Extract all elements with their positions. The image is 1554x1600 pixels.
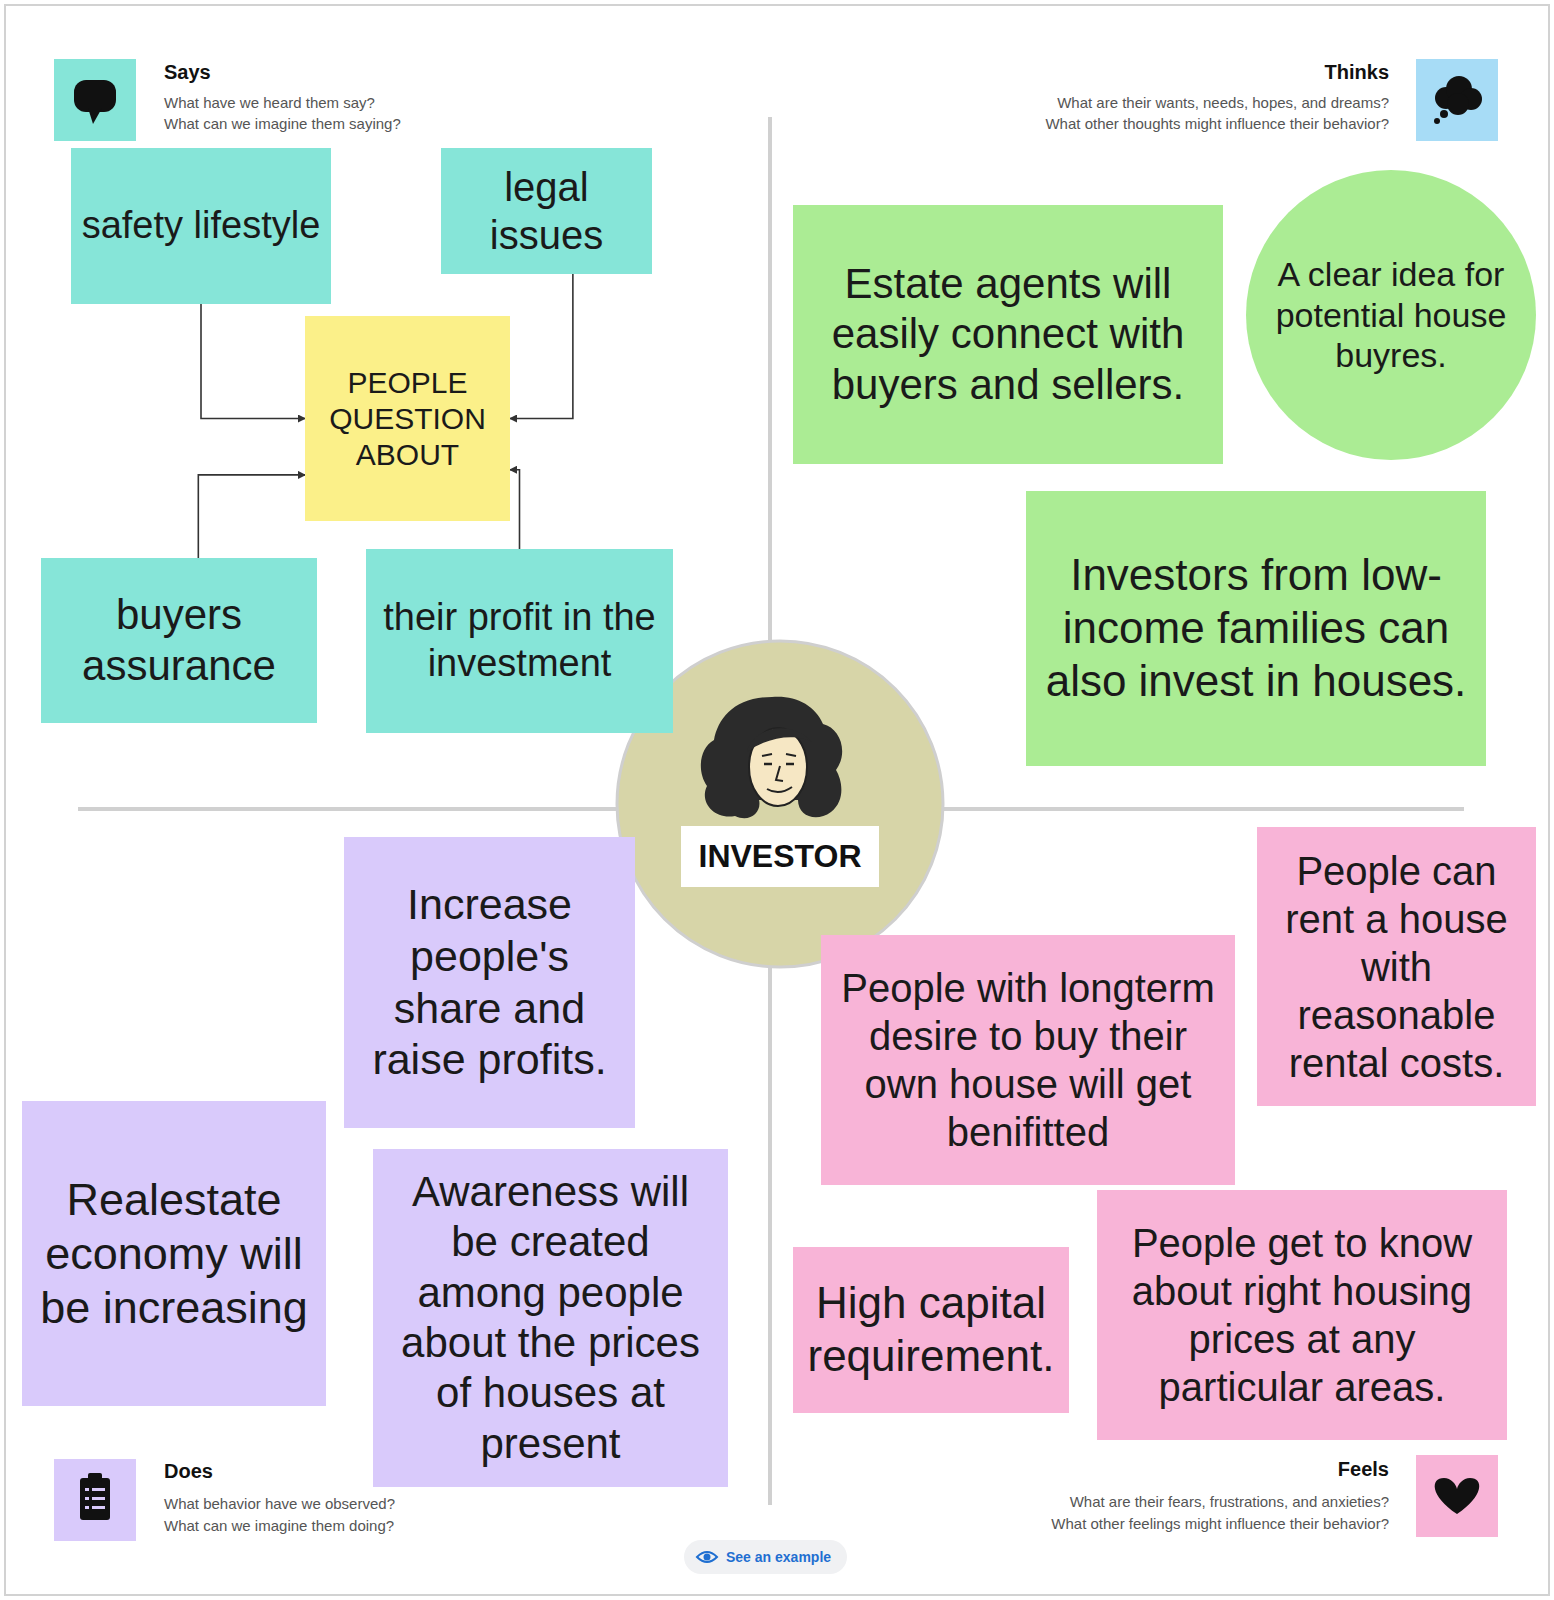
quadrant-prompt-box: What are their fears, frustrations, and … [1070, 1493, 1389, 1511]
quadrant-title: Feels [1338, 1458, 1389, 1480]
says-note: their profit in the investment [366, 549, 673, 733]
connector-arrow [198, 475, 305, 558]
thinks-circle: A clear idea for potential house buyres. [1246, 170, 1536, 460]
note-text: Awareness will be created among people a… [383, 1167, 718, 1469]
quadrant-prompt-box: What behavior have we observed? [164, 1495, 395, 1513]
feels-note: High capital requirement. [793, 1247, 1069, 1413]
feels-icon-tile [1416, 1455, 1498, 1537]
topic-note: PEOPLE QUESTION ABOUT [305, 316, 510, 521]
clipboard-icon [80, 1473, 110, 1520]
quadrant-prompt: What are their wants, needs, hopes, and … [1057, 94, 1389, 111]
note-text: their profit in the investment [376, 595, 663, 686]
feels-note: People can rent a house with reasonable … [1257, 827, 1536, 1106]
says-note: safety lifestyle [71, 148, 331, 304]
thought-icon [1434, 76, 1482, 124]
says-note: buyers assurance [41, 558, 317, 723]
connector-arrow [201, 304, 305, 419]
quadrant-title-box: Says [164, 61, 211, 84]
feels-note: People with longterm desire to buy their… [821, 935, 1235, 1185]
note-text: Estate agents will easily connect with b… [803, 259, 1213, 410]
note-text: legal issues [451, 163, 642, 259]
quadrant-title: Thinks [1325, 61, 1389, 83]
note-text: People get to know about right housing p… [1105, 1219, 1499, 1411]
quadrant-prompt-box: What other feelings might influence thei… [1051, 1515, 1389, 1533]
example-button-box: See an example [684, 1540, 847, 1574]
note-text: PEOPLE QUESTION ABOUT [315, 365, 500, 473]
does-note: Increase people's share and raise profit… [344, 837, 635, 1128]
quadrant-title: Does [164, 1460, 213, 1482]
persona-label-box: INVESTOR [681, 826, 879, 887]
does-note: Awareness will be created among people a… [373, 1149, 728, 1487]
connector-arrow [510, 274, 573, 419]
does-note: Realestate economy will be increasing [22, 1101, 326, 1406]
note-text: buyers assurance [51, 590, 307, 691]
quadrant-prompt: What other thoughts might influence thei… [1045, 115, 1389, 132]
quadrant-prompt: What have we heard them say? [164, 94, 375, 111]
circle-shape [617, 641, 943, 967]
quadrant-prompt: What other feelings might influence thei… [1051, 1515, 1389, 1532]
quadrant-prompt-box: What can we imagine them saying? [164, 115, 401, 133]
quadrant-prompt-box: What are their wants, needs, hopes, and … [1057, 94, 1389, 112]
note-text: Realestate economy will be increasing [32, 1173, 316, 1335]
thinks-note: Investors from low-income families can a… [1026, 491, 1486, 766]
note-text: Increase people's share and raise profit… [354, 879, 625, 1085]
speech-icon [74, 80, 116, 124]
quadrant-title-box: Thinks [1325, 61, 1389, 84]
thinks-note: Estate agents will easily connect with b… [793, 205, 1223, 464]
quadrant-prompt: What can we imagine them saying? [164, 115, 401, 132]
says-note: legal issues [441, 148, 652, 274]
quadrant-prompt: What are their fears, frustrations, and … [1070, 1493, 1389, 1510]
note-text: safety lifestyle [81, 203, 321, 249]
quadrant-title-box: Does [164, 1460, 213, 1483]
connector-arrow [510, 470, 520, 549]
quadrant-prompt-box: What other thoughts might influence thei… [1045, 115, 1389, 133]
quadrant-prompt: What can we imagine them doing? [164, 1517, 394, 1534]
circle-shape [1246, 170, 1536, 460]
feels-note: People get to know about right housing p… [1097, 1190, 1507, 1440]
quadrant-prompt-box: What have we heard them say? [164, 94, 375, 112]
does-icon-tile [54, 1459, 136, 1541]
thinks-icon-tile [1416, 59, 1498, 141]
quadrant-title: Says [164, 61, 211, 83]
note-text: A clear idea for potential house buyres. [1274, 254, 1508, 376]
heart-icon [1435, 1478, 1480, 1514]
quadrant-title-box: Feels [1338, 1458, 1389, 1481]
quadrant-prompt: What behavior have we observed? [164, 1495, 395, 1512]
page-frame [5, 5, 1549, 1595]
quadrant-prompt-box: What can we imagine them doing? [164, 1517, 394, 1535]
note-text: Investors from low-income families can a… [1036, 549, 1476, 707]
example-button: See an example [726, 1549, 831, 1565]
persona-label: INVESTOR [699, 838, 862, 875]
note-text: People with longterm desire to buy their… [829, 964, 1227, 1156]
note-text: High capital requirement. [803, 1277, 1059, 1383]
note-text: People can rent a house with reasonable … [1267, 847, 1526, 1087]
says-icon-tile [54, 59, 136, 141]
